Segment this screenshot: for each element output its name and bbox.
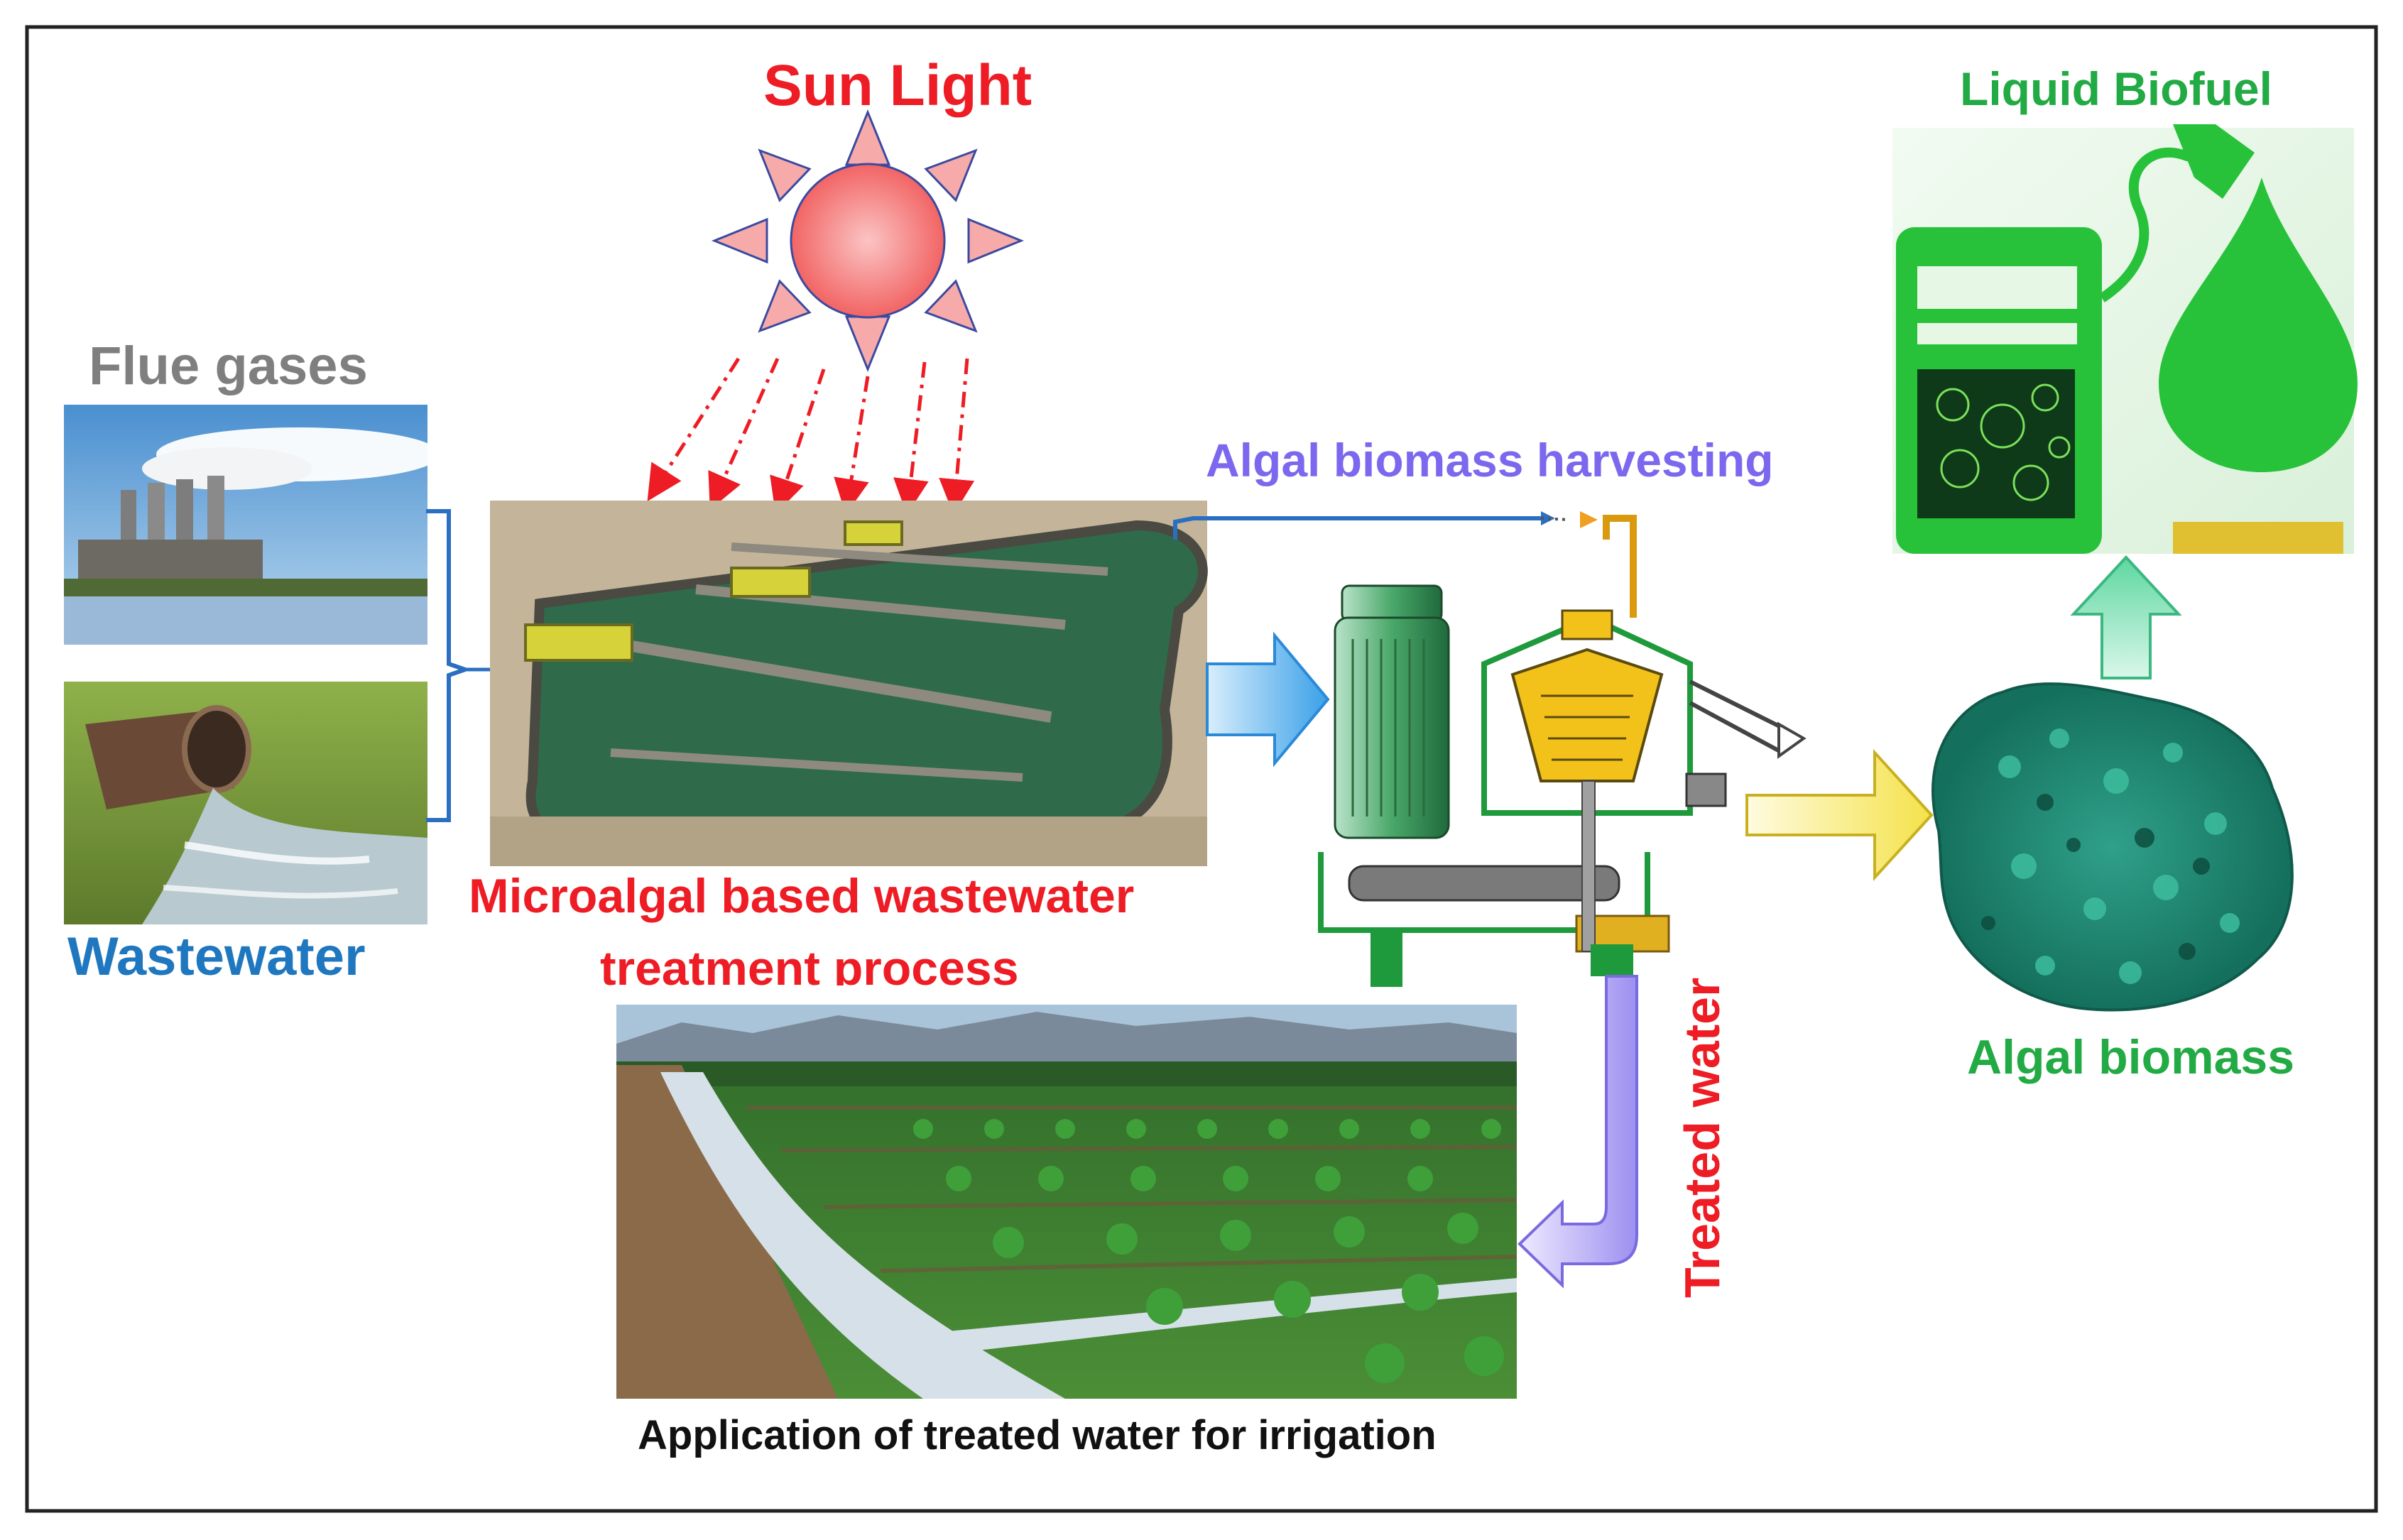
flue-gases-label: Flue gases: [89, 336, 368, 396]
process-label-line1: Microalgal based wastewater: [469, 869, 1135, 923]
sun-light-label: Sun Light: [763, 53, 1032, 118]
irrigation-field-photo: [616, 1005, 1517, 1399]
treated-water-pipe: [1517, 975, 1638, 1289]
algae-pile-photo: [1931, 682, 2294, 1012]
treated-water-label: Treated water: [1674, 977, 1730, 1298]
sun-icon: [712, 109, 1024, 372]
centrifuge-icon: [1318, 511, 1807, 987]
wastewater-pipe-photo: [64, 682, 427, 924]
fuel-drop-icon: [2159, 178, 2358, 472]
input-brace: [426, 509, 472, 822]
process-label-line2: treatment process: [600, 944, 1019, 985]
flow-arrow-to-biomass: [1745, 748, 1934, 882]
power-plant-photo: [64, 405, 440, 645]
liquid-biofuel-label: Liquid Biofuel: [1960, 62, 2272, 115]
sunlight-rays: [647, 357, 975, 515]
raceway-pond-photo: [490, 501, 1208, 866]
harvesting-label: Algal biomass harvesting: [1206, 434, 1774, 486]
flow-arrow-to-biofuel: [2070, 555, 2182, 679]
algal-biomass-label: Algal biomass: [1967, 1030, 2295, 1084]
wastewater-label: Wastewater: [67, 927, 366, 987]
harvesting-pipe: [1173, 511, 1570, 540]
flow-arrow-to-centrifuge: [1206, 631, 1330, 768]
diagram-border: [25, 25, 2378, 1513]
irrigation-caption: Application of treated water for irrigat…: [638, 1412, 1437, 1458]
